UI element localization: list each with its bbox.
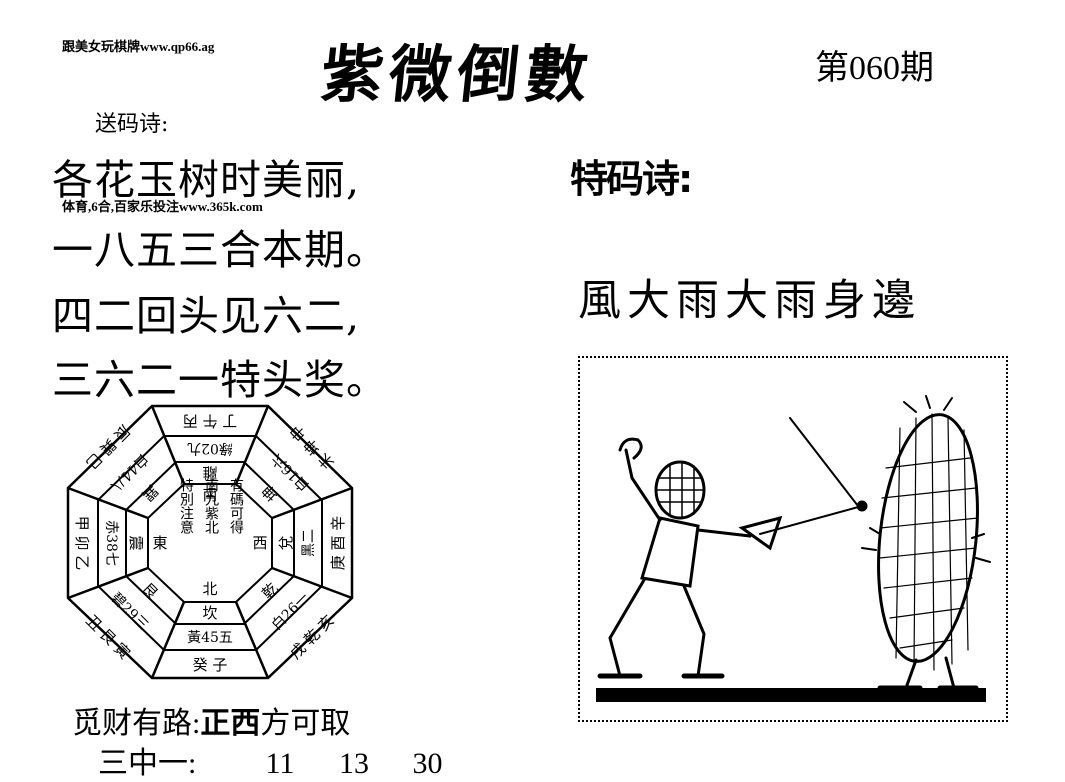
poem-line: 各花玉树时美丽, xyxy=(52,156,361,204)
pick-number: 13 xyxy=(339,747,369,780)
outer-west: 庚 酉 辛 xyxy=(329,516,347,571)
wealth-direction-value: 正西 xyxy=(200,707,261,740)
mid-west: 黑二 xyxy=(301,529,317,557)
trigram-gen: 艮 xyxy=(138,579,161,602)
wealth-label: 觅财有路: xyxy=(72,707,201,740)
poem-line: 三六二一特头奖。 xyxy=(52,356,388,404)
trigram-xun: 巽 xyxy=(138,481,161,504)
song-ma-shi-label: 送码诗: xyxy=(95,112,169,137)
te-ma-shi-label: 特码诗: xyxy=(570,157,693,201)
fencing-cartoon xyxy=(578,356,1008,722)
trigram-li: 離 xyxy=(202,464,217,482)
center-line: 有碼可得 xyxy=(228,478,244,534)
mid-north: 黃45五 xyxy=(187,630,233,646)
fencing-illustration xyxy=(596,395,991,702)
dir-south: 南 xyxy=(202,486,217,504)
site-text: 跟美女玩棋牌www.qp66.ag xyxy=(62,39,215,54)
wealth-direction: 觅财有路:正西方可取 xyxy=(72,698,350,742)
bagua-diagram: 丁 午 丙 未 坤 申 庚 酉 辛 戌 乾 亥 癸 子 丑 艮 寅 甲 卯 乙 … xyxy=(64,402,356,686)
page-title: 紫微倒數 xyxy=(317,38,598,111)
three-pick-one-label: 三中一: xyxy=(98,747,197,780)
te-ma-poem: 風大雨大雨身邊 xyxy=(578,276,921,326)
three-pick-one: 三中一: 11 13 30 xyxy=(98,738,443,782)
trigram-zhen: 震 xyxy=(127,535,145,550)
outer-east: 甲 卯 乙 xyxy=(73,516,91,571)
center-line: 特別注意 xyxy=(178,478,194,534)
dir-east: 東 xyxy=(152,534,167,552)
pick-number: 30 xyxy=(412,747,443,780)
outer-south: 丁 午 丙 xyxy=(183,412,238,430)
outer-north: 癸 子 xyxy=(193,656,228,674)
bagua-svg: 丁 午 丙 未 坤 申 庚 酉 辛 戌 乾 亥 癸 子 丑 艮 寅 甲 卯 乙 … xyxy=(66,404,354,680)
dir-west: 西 xyxy=(252,534,267,552)
trigram-dui: 兌 xyxy=(277,535,295,550)
wealth-suffix: 方可取 xyxy=(260,707,351,740)
trigram-kun: 坤 xyxy=(258,481,281,504)
center-line: 南九紫北 xyxy=(203,478,219,535)
dir-north: 北 xyxy=(202,580,217,598)
mid-south: 綠02九 xyxy=(187,440,233,456)
mid-east: 赤38七 xyxy=(103,520,119,566)
trigram-qian: 乾 xyxy=(258,579,281,602)
poem-line: 四二回头见六二, xyxy=(52,292,361,340)
ad-text: 体育,6合,百家乐投注www.365k.com xyxy=(62,199,263,214)
trigram-kan: 坎 xyxy=(202,604,217,622)
poem-line: 一八五三合本期。 xyxy=(52,226,388,274)
issue-number: 第060期 xyxy=(815,50,934,87)
pick-number: 11 xyxy=(265,747,295,780)
